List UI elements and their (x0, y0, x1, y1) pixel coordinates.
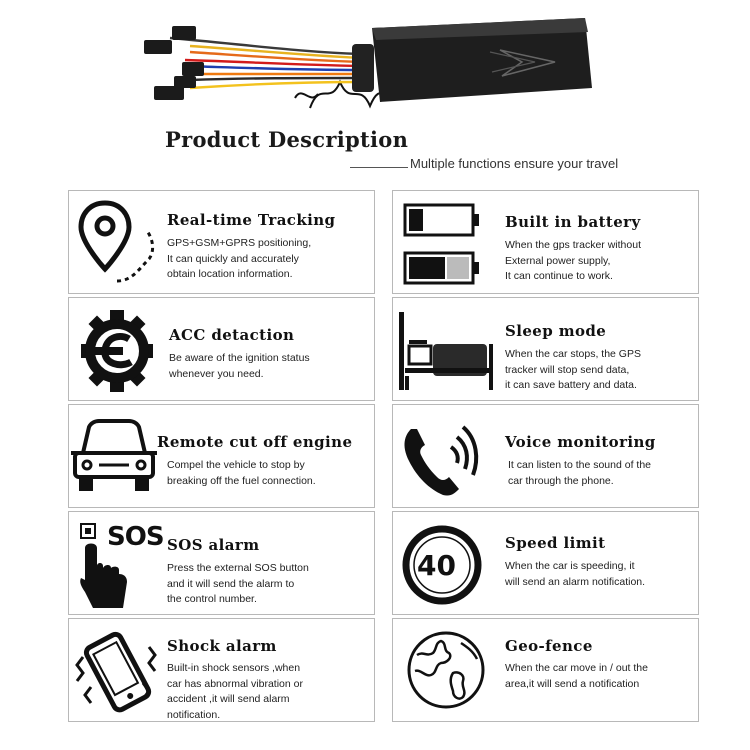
feature-card-acc-detection: ACC detaction Be aware of the ignition s… (68, 297, 375, 401)
feature-card-sos-alarm: SOS SOS alarm Press the external SOS but… (68, 511, 375, 615)
feature-description: Press the external SOS button and it wil… (167, 562, 309, 605)
feature-title: SOS alarm (167, 536, 260, 554)
feature-card-voice-monitoring: Voice monitoring It can listen to the so… (392, 404, 699, 508)
feature-title: Voice monitoring (505, 433, 656, 451)
sos-hand-icon (80, 523, 127, 608)
feature-description: GPS+GSM+GPRS positioning, It can quickly… (167, 237, 312, 280)
feature-title: Built in battery (505, 213, 641, 231)
feature-description: Built-in shock sensors ,when car has abn… (167, 662, 303, 721)
feature-card-speed-limit: 40 Speed limit When the car is speeding,… (392, 511, 699, 615)
feature-description: When the car is speeding, it will send a… (505, 560, 646, 588)
vibrating-phone-icon (75, 631, 157, 713)
speed-value-label: 40 (417, 549, 456, 582)
feature-description: Be aware of the ignition status whenever… (169, 352, 310, 380)
feature-card-geo-fence: Geo-fence When the car move in / out the… (392, 618, 699, 722)
feature-description: When the car stops, the GPS tracker will… (505, 348, 641, 391)
feature-title: Sleep mode (505, 322, 607, 340)
feature-card-shock-alarm: Shock alarm Built-in shock sensors ,when… (68, 618, 375, 722)
sos-icon-label: SOS (107, 522, 165, 552)
feature-title: Geo-fence (505, 637, 593, 655)
feature-description: Compel the vehicle to stop by breaking o… (167, 459, 316, 487)
map-pin-icon (78, 200, 155, 283)
bed-icon (399, 312, 493, 390)
feature-card-built-in-battery: Built in battery When the gps tracker wi… (392, 190, 699, 294)
subtitle-divider (350, 167, 408, 168)
feature-card-remote-cut-off: Remote cut off engine Compel the vehicle… (68, 404, 375, 508)
globe-icon (407, 631, 485, 709)
page-subtitle: Multiple functions ensure your travel (410, 156, 619, 171)
gps-tracker-device-image (130, 10, 600, 120)
page-title: Product Description (165, 127, 409, 152)
car-icon (71, 419, 157, 491)
feature-description: When the car move in / out the area,it w… (505, 662, 648, 690)
feature-card-realtime-tracking: Real-time Tracking GPS+GSM+GPRS position… (68, 190, 375, 294)
feature-description: It can listen to the sound of the car th… (508, 459, 652, 487)
feature-description: When the gps tracker without External po… (505, 239, 641, 282)
gear-icon (81, 310, 153, 392)
feature-title: Real-time Tracking (167, 211, 336, 229)
battery-icon (403, 203, 479, 285)
feature-title: Remote cut off engine (157, 433, 353, 451)
feature-title: Speed limit (505, 534, 606, 552)
feature-card-sleep-mode: Sleep mode When the car stops, the GPS t… (392, 297, 699, 401)
feature-title: ACC detaction (169, 326, 295, 344)
feature-title: Shock alarm (167, 637, 277, 655)
phone-icon (404, 425, 479, 496)
speed-sign-icon (402, 525, 482, 605)
